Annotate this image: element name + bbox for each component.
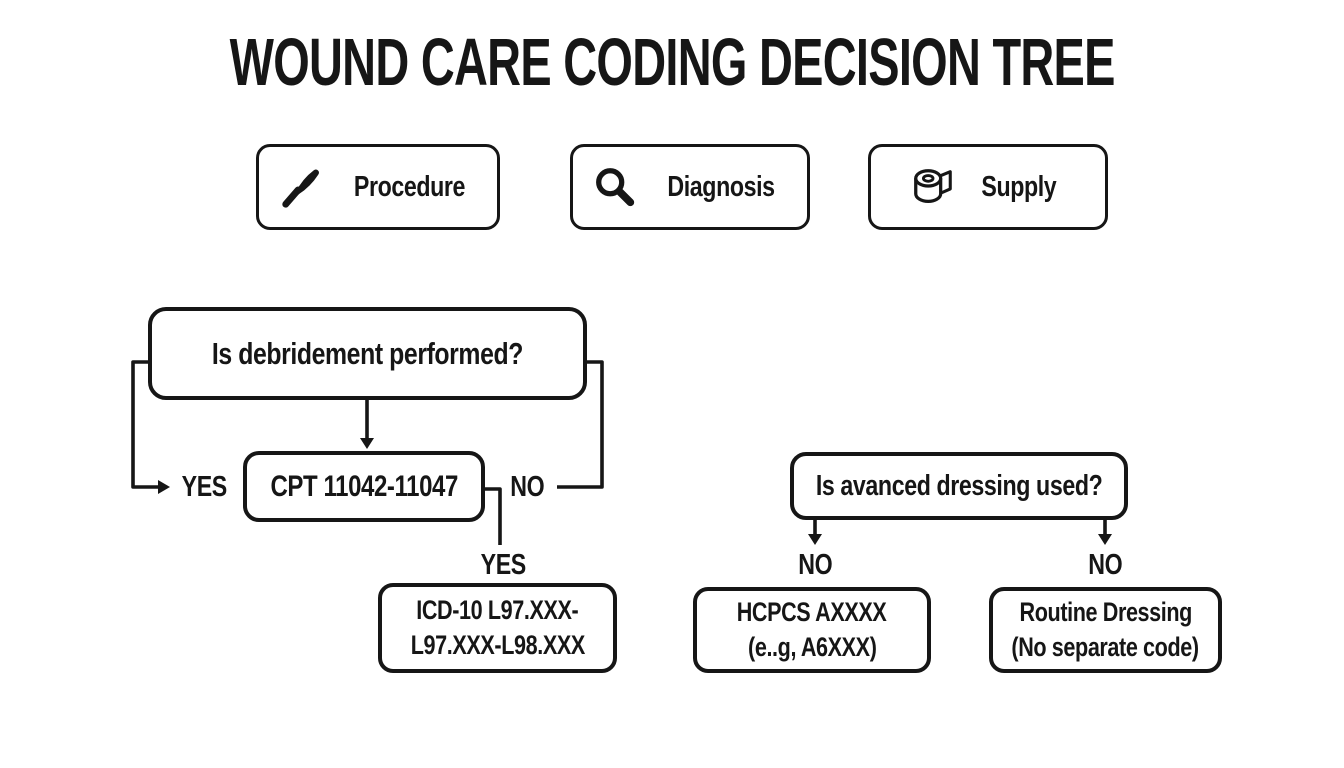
- arrowhead-dressing-left: [808, 534, 822, 545]
- scalpel-icon: [281, 169, 319, 208]
- node-cpt-result-text: CPT 11042-11047: [270, 469, 458, 503]
- node-routine-dressing-line2: (No separate code): [1011, 632, 1200, 662]
- node-hcpcs-result-line2: (e..g, A6XXX): [747, 632, 877, 662]
- edge-label-yes-diagnosis: YES: [448, 549, 558, 581]
- node-cpt-result: CPT 11042-11047: [243, 451, 485, 522]
- edge-label-no-advanced-left-text: NO: [798, 549, 832, 581]
- node-icd-result-line2: L97.XXX-L98.XXX: [410, 630, 585, 660]
- node-dressing-question-text: Is avanced dressing used?: [815, 469, 1103, 502]
- edge-label-no-debridement: NO: [472, 471, 582, 503]
- page-title: WOUND CARE CODING DECISION TREE: [0, 25, 1344, 100]
- edge-label-no-advanced-right: NO: [1050, 549, 1160, 581]
- node-routine-dressing-line1: Routine Dressing: [1019, 597, 1192, 628]
- connector-no-right: [557, 360, 604, 489]
- magnifier-icon: [596, 168, 635, 207]
- edge-label-no-advanced-left: NO: [760, 549, 870, 581]
- page-title-text: WOUND CARE CODING DECISION TREE: [229, 25, 1115, 100]
- connector-yes-left: [131, 360, 159, 489]
- edge-label-no-advanced-right-text: NO: [1088, 549, 1122, 581]
- node-icd-result-line1: ICD-10 L97.XXX-: [416, 595, 579, 626]
- legend-label-diagnosis: Diagnosis: [667, 170, 775, 203]
- legend-box-procedure: Procedure: [256, 144, 500, 230]
- legend-box-supply: Supply: [868, 144, 1108, 230]
- node-icd-result: ICD-10 L97.XXX- L97.XXX-L98.XXX: [378, 583, 617, 673]
- arrowhead-dressing-right: [1098, 534, 1112, 545]
- node-dressing-question: Is avanced dressing used?: [790, 452, 1128, 520]
- legend-box-diagnosis: Diagnosis: [570, 144, 810, 230]
- legend-label-procedure: Procedure: [353, 170, 465, 203]
- node-debridement-question-text: Is debridement performed?: [211, 335, 524, 371]
- node-hcpcs-result: HCPCS AXXXX (e..g, A6XXX): [693, 587, 931, 673]
- tape-roll-icon: [914, 169, 952, 204]
- edge-label-yes-diagnosis-text: YES: [480, 549, 526, 581]
- arrowhead-yes-left: [158, 480, 170, 494]
- node-routine-dressing-result: Routine Dressing (No separate code): [989, 587, 1222, 673]
- node-hcpcs-result-line1: HCPCS AXXXX: [737, 597, 887, 628]
- legend-label-supply: Supply: [981, 170, 1057, 203]
- connector-cpt-to-icd: [485, 487, 502, 545]
- edge-label-yes-debridement-text: YES: [181, 471, 227, 503]
- edge-label-yes-debridement: YES: [149, 471, 259, 503]
- node-debridement-question: Is debridement performed?: [148, 307, 587, 400]
- edge-label-no-debridement-text: NO: [510, 471, 544, 503]
- arrowhead-center-down: [360, 438, 374, 449]
